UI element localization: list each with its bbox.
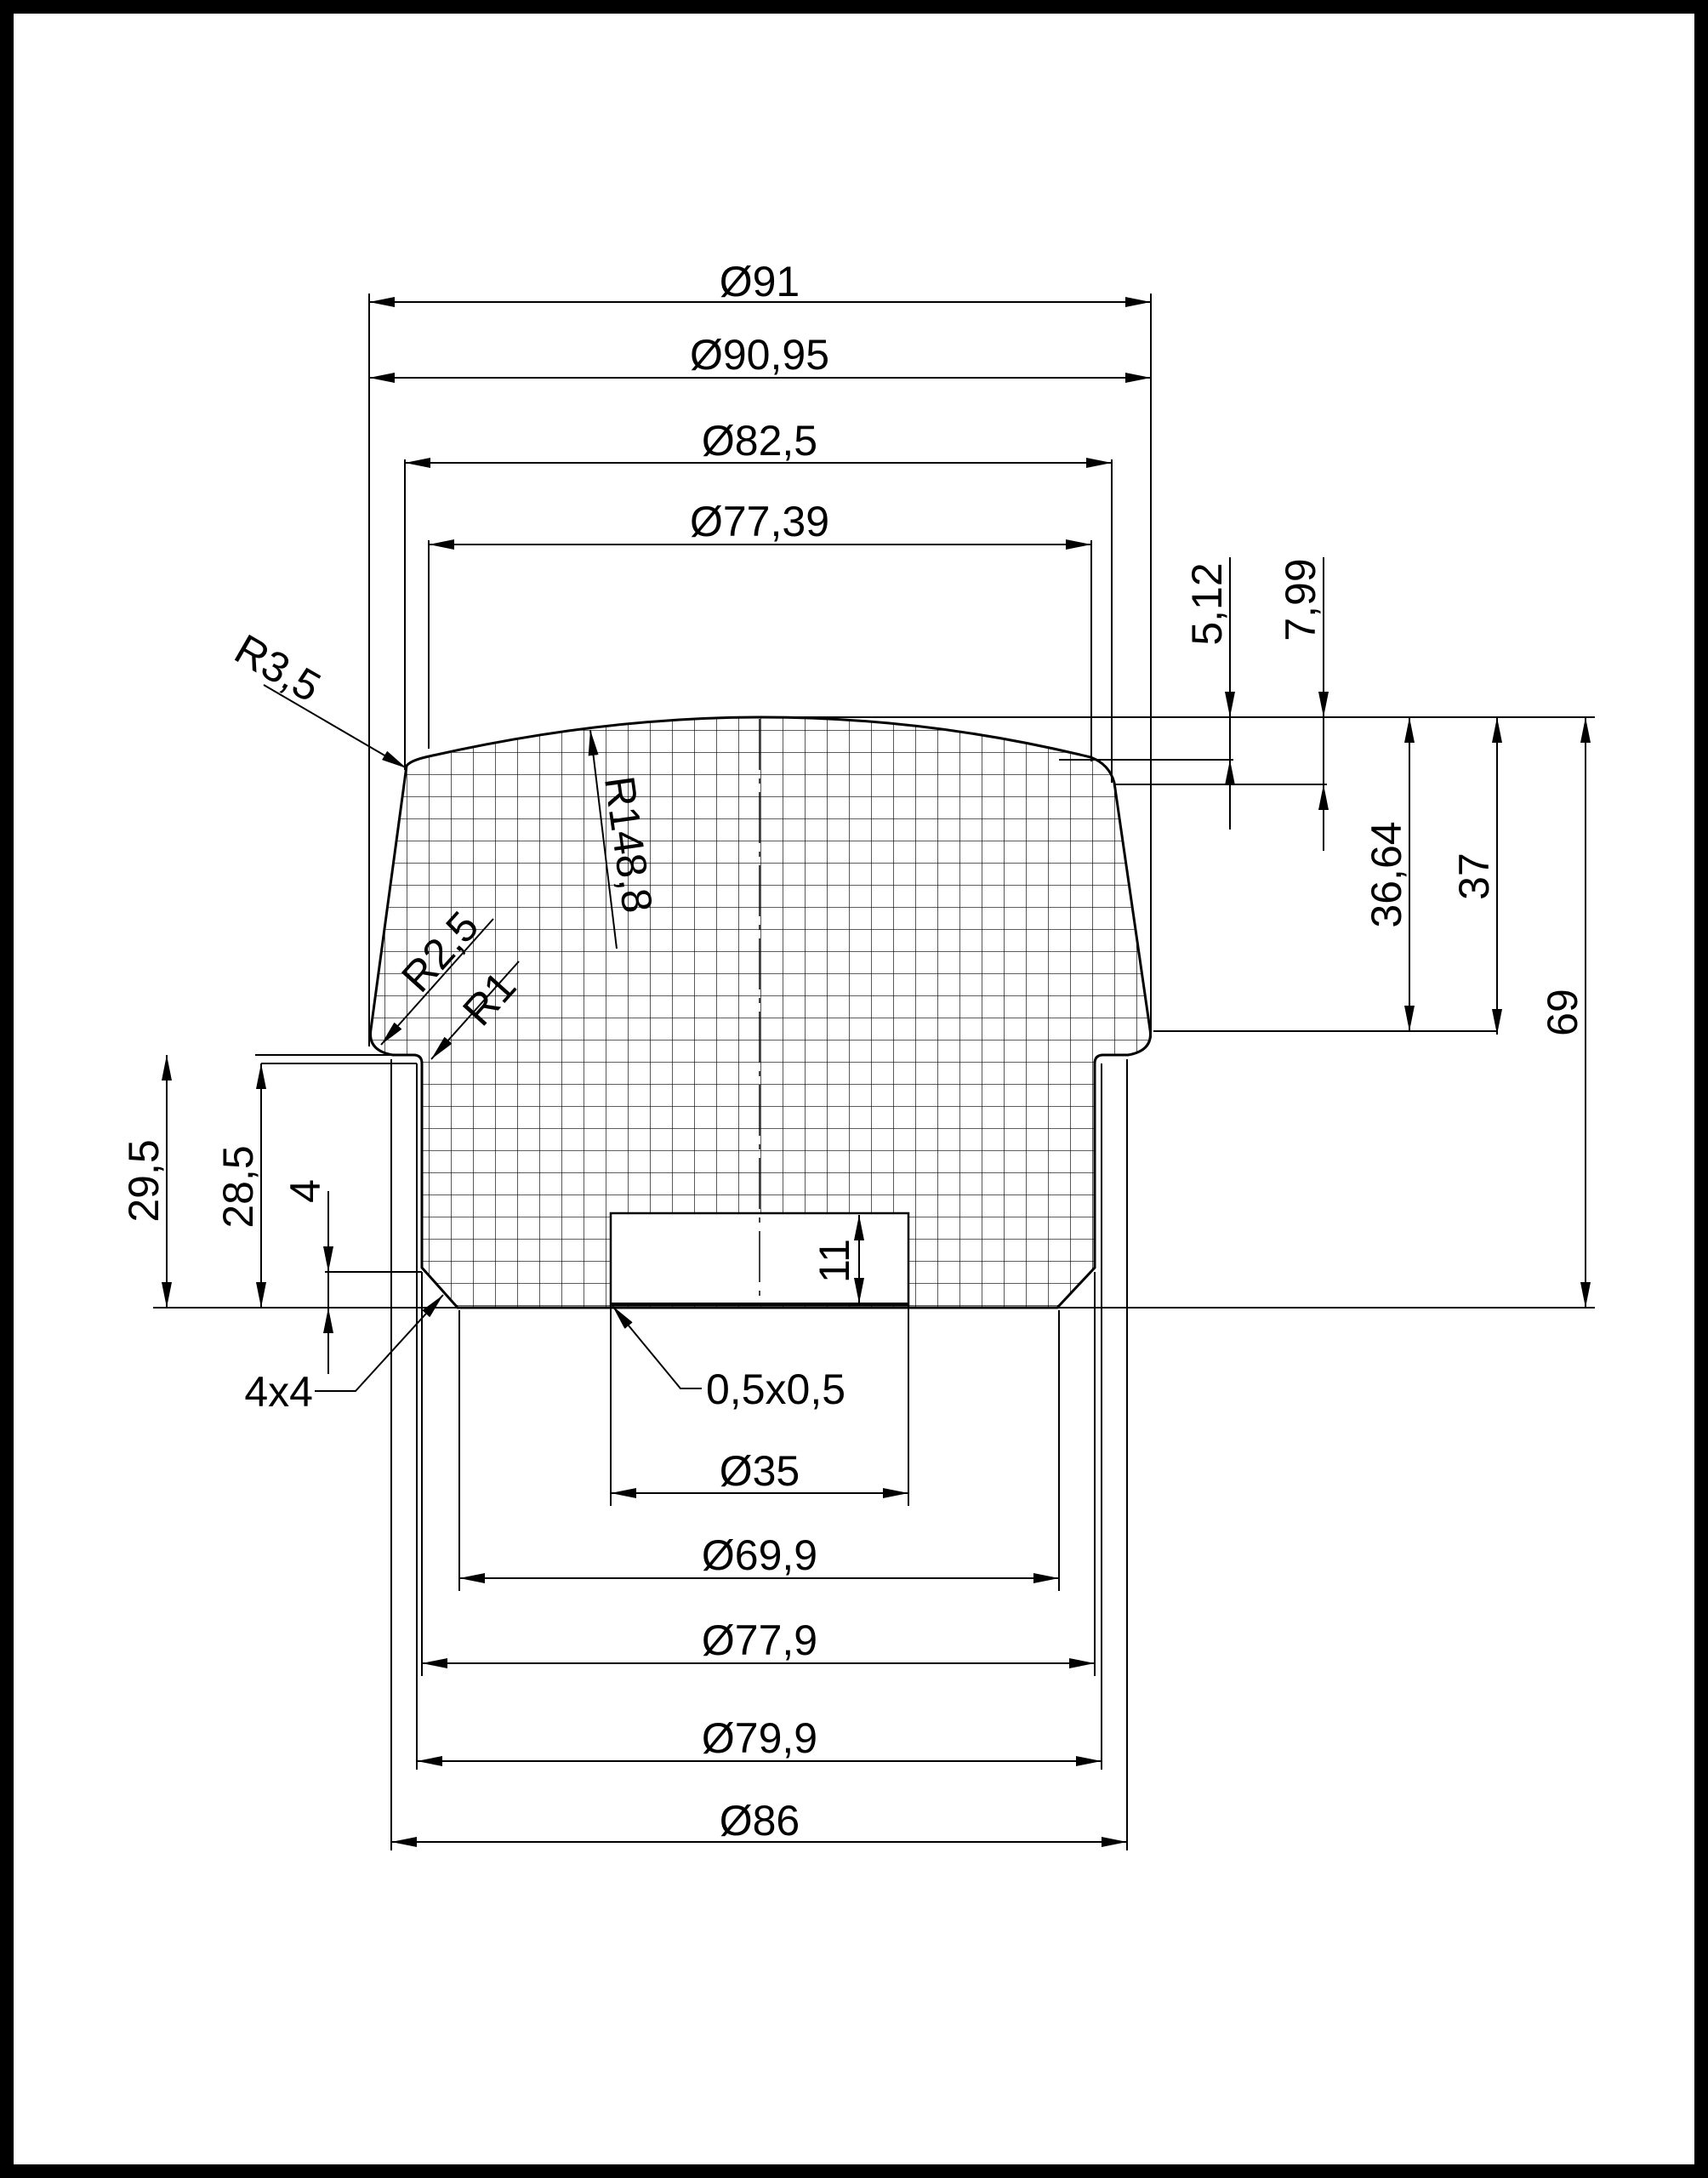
- leader-r2-5: [380, 918, 494, 1046]
- leader-4x4: [315, 1294, 444, 1392]
- label-h4: 4: [282, 1179, 329, 1203]
- leader-r1: [430, 961, 520, 1060]
- label-h5-12: 5,12: [1183, 562, 1231, 645]
- label-d77-39: Ø77,39: [690, 498, 829, 545]
- label-h28-5: 28,5: [214, 1145, 262, 1228]
- label-d90-95: Ø90,95: [690, 331, 829, 379]
- label-d77-9: Ø77,9: [702, 1616, 817, 1664]
- label-d69-9: Ø69,9: [702, 1531, 817, 1579]
- extension-lines: [153, 294, 1595, 1850]
- label-h37: 37: [1450, 852, 1498, 900]
- label-d79-9: Ø79,9: [702, 1714, 817, 1762]
- label-d91: Ø91: [720, 258, 800, 305]
- label-chamfer-0-5: 0,5x0,5: [706, 1366, 845, 1413]
- label-h69: 69: [1539, 989, 1586, 1036]
- label-chamfer-4x4: 4x4: [244, 1368, 313, 1416]
- label-h7-99: 7,99: [1277, 558, 1324, 641]
- label-h29-5: 29,5: [120, 1139, 168, 1222]
- label-d82-5: Ø82,5: [702, 417, 817, 465]
- label-h11: 11: [811, 1239, 858, 1283]
- label-d35: Ø35: [720, 1447, 800, 1495]
- leader-r148-8: [588, 729, 618, 949]
- label-d86: Ø86: [720, 1797, 800, 1844]
- label-h36-64: 36,64: [1363, 821, 1410, 927]
- leader-0-5x0-5: [612, 1305, 702, 1389]
- leader-r3-5: [263, 684, 407, 769]
- dimension-lines: [162, 297, 1591, 1847]
